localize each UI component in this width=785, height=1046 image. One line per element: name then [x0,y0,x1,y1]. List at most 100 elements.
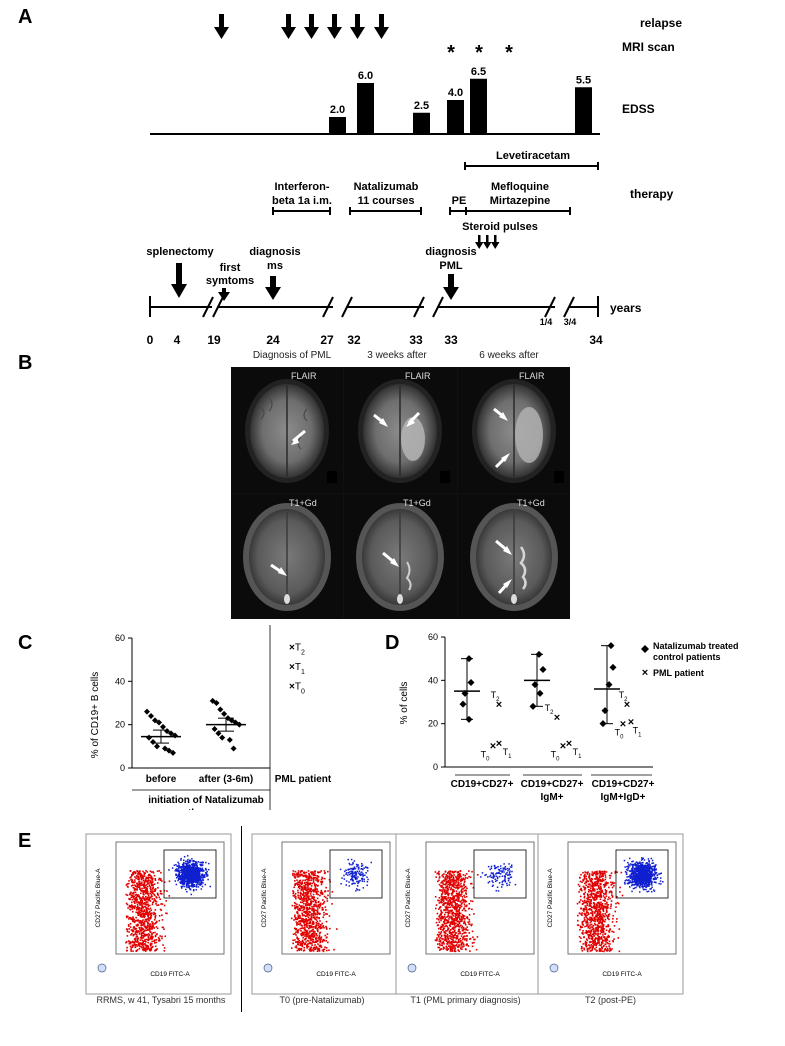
therapy-interferon: Interferon- beta 1a i.m. [272,181,332,215]
edss-bar [447,100,464,134]
c-point [152,717,158,724]
panel-label-b: B [18,352,33,374]
event-diagnosis-pml-1: diagnosis [425,246,476,258]
row-label-edss: EDSS [622,102,655,116]
flow-axis-icon [263,963,273,973]
interferon-label-1: Interferon- [275,181,330,193]
event-first-1: first [220,262,241,274]
first-symptoms-arrow [218,288,230,301]
flow-plot: CD27 Pacific Blue-A CD19 FITC-A [537,833,684,995]
c-point [219,734,226,741]
d-pml-label: T1 [503,747,513,760]
edss-value: 2.0 [330,104,345,116]
flow-gate [615,849,669,899]
d-control-point [467,679,475,686]
flow-red-events [125,870,171,953]
d-ylabel: % of cells [399,682,410,725]
d-pml-point: × [496,738,502,750]
relapse-arrow [374,14,389,39]
flow-caption-3: T1 (PML primary diagnosis) [410,995,521,1005]
event-first-2: symtoms [206,275,254,287]
mri-label-flair-2: FLAIR [405,371,431,381]
mri-star: * [447,42,455,64]
edss-bars: 2.06.02.54.06.55.5 [329,66,592,134]
d-pml-point: × [628,717,634,729]
relapse-arrows [214,14,389,39]
d-control-point [609,663,617,671]
edss-value: 4.0 [448,87,463,99]
flow-gate [163,849,217,899]
flow-x-axis-label: CD19 FITC-A [150,971,190,978]
edss-value: 2.5 [414,100,429,112]
panel-label-d: D [385,632,400,654]
d-control-point [459,700,467,708]
flow-y-axis-label: CD27 Pacific Blue-A [405,868,412,928]
panel-e-divider [241,826,242,1012]
c-pml-point: ×T2 [289,643,305,657]
mefloquine-label: Mefloquine [491,181,549,193]
c-group-label-1: initiation of Natalizumab [148,795,264,806]
d-ytick-label: 20 [428,719,438,729]
c-point [170,749,176,756]
d-group-2-l2: IgM+ [540,792,563,803]
flow-blue-events [168,855,212,896]
panel-label-e: E [18,830,32,852]
flow-x-axis-label: CD19 FITC-A [316,971,356,978]
d-pml-label: T1 [573,747,583,760]
relapse-arrow [327,14,342,39]
d-group-3-l1: CD19+CD27+ [592,779,655,790]
c-cat-before: before [146,774,177,785]
d-pml-label: T0 [615,728,625,741]
edss-value: 6.0 [358,70,373,82]
d-legend-pml: PML patient [653,668,704,678]
mri-col-title-2: 3 weeks after [367,350,427,361]
c-point [215,730,222,737]
d-ytick-label: 40 [428,675,438,685]
relapse-arrow [214,14,229,39]
d-legend-control-2: control patients [653,652,721,662]
flow-red-events [290,870,338,953]
edss-bar [329,117,346,134]
mri-star: * [505,42,513,64]
edss-bar [575,87,592,134]
edss-bar [470,78,487,134]
relapse-arrow [304,14,319,39]
c-point [166,747,172,754]
c-cat-after: after (3-6m) [199,774,253,785]
edss-value: 5.5 [576,74,591,86]
c-ytick-label: 60 [115,633,125,643]
flow-y-axis-label: CD27 Pacific Blue-A [95,868,102,928]
flow-axis-icon [549,963,559,973]
d-legend-cross: × [642,667,648,679]
flow-blue-events [339,858,372,892]
timeline-figure: * * * 2.06.02.54.06.55.5 relapse MRI sca… [146,14,682,347]
c-point [146,734,152,741]
flow-caption-4: T2 (post-PE) [584,995,636,1005]
levetiracetam-label: Levetiracetam [496,150,570,162]
mri-label-t1gd-2: T1+Gd [403,498,431,508]
flow-gate [329,849,383,899]
mri-col-title-1: Diagnosis of PML [252,350,332,361]
flow-red-events [576,870,624,953]
year-label: 4 [174,333,181,347]
mri-label-t1gd-3: T1+Gd [517,498,545,508]
event-diagnosis-ms-2: ms [267,260,283,272]
event-diagnosis-pml-2: PML [439,260,463,272]
event-splenectomy: splenectomy [146,246,214,258]
d-pml-label: T0 [481,749,491,762]
flow-y-axis-label: CD27 Pacific Blue-A [547,868,554,928]
d-pml-point: × [624,699,630,711]
panel-label-a: A [18,6,33,28]
mri-t1gd-3 [458,494,570,619]
flow-red-events [434,870,479,953]
d-pml-label: T1 [633,726,643,739]
flow-x-axis-label: CD19 FITC-A [602,971,642,978]
c-point [156,719,162,726]
mri-label-flair-3: FLAIR [519,371,545,381]
splenectomy-arrow [171,263,187,298]
therapy-mefloquine: Mefloquine Mirtazepine [465,181,571,215]
c-pml-point: ×T1 [289,662,305,676]
mri-t1gd-1 [231,494,343,619]
